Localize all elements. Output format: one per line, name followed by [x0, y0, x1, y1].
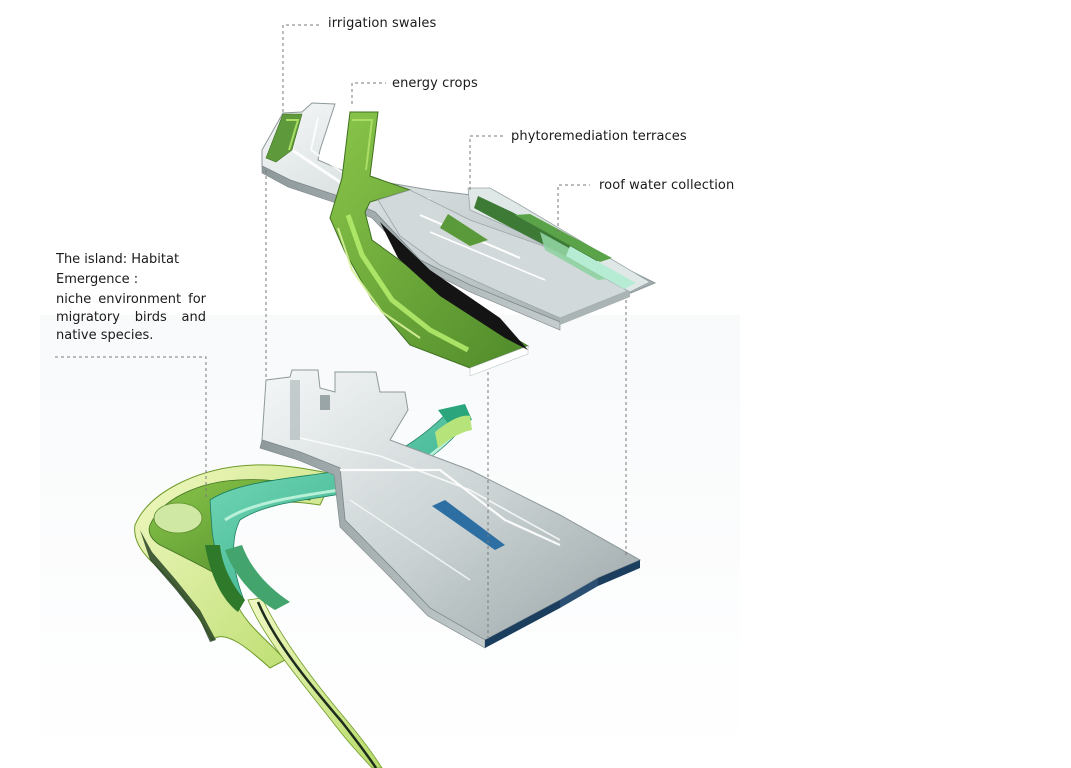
leader-island — [55, 356, 207, 500]
island-annotation-title: The island: Habitat — [56, 252, 180, 267]
island-annotation: The island: Habitat Emergence : niche en… — [56, 250, 206, 345]
label-energy-crops: energy crops — [392, 76, 478, 91]
upper-shadow-slot — [380, 222, 528, 350]
leader-irrigation-swales — [282, 24, 320, 112]
upper-layer-model — [261, 102, 657, 377]
island-annotation-description: niche environment for migratory birds an… — [56, 292, 206, 343]
leader-roof-water — [557, 184, 590, 232]
label-irrigation-swales: irrigation swales — [328, 16, 437, 31]
island-knoll — [153, 502, 203, 534]
label-roof-water-collection: roof water collection — [599, 178, 735, 193]
leader-lines — [55, 24, 627, 640]
label-phytoremediation-terraces: phytoremediation terraces — [511, 129, 687, 144]
blue-water-channel — [432, 500, 505, 550]
phytoremediation-terraces — [440, 187, 651, 293]
energy-crops-band — [329, 111, 530, 377]
lower-concrete-building — [259, 369, 642, 649]
lower-layer-model — [134, 369, 642, 768]
irrigation-swales — [265, 113, 303, 163]
leader-energy-crops — [351, 82, 386, 104]
leader-phytoremediation — [469, 135, 503, 190]
island-annotation-subtitle: Emergence : — [56, 272, 139, 287]
